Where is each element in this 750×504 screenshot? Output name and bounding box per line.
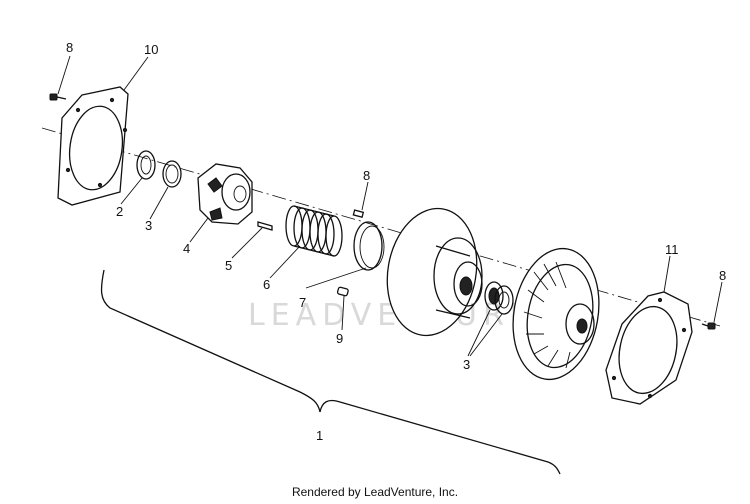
callout-1: 1 bbox=[316, 428, 323, 443]
part-11-cover-plate bbox=[605, 291, 693, 405]
credit-line: Rendered by LeadVenture, Inc. bbox=[291, 485, 459, 499]
part-7-bushing bbox=[353, 221, 385, 271]
part-10-cover-plate bbox=[57, 86, 129, 206]
center-axis bbox=[41, 127, 721, 327]
leader-lines bbox=[57, 55, 723, 357]
moveable-sheave bbox=[386, 207, 483, 337]
assembly-bracket bbox=[100, 269, 561, 475]
callout-8-left: 8 bbox=[66, 40, 73, 55]
callout-2: 2 bbox=[116, 204, 123, 219]
part-4-spider bbox=[197, 163, 253, 225]
part-9-roller bbox=[336, 286, 349, 297]
callout-11: 11 bbox=[665, 242, 679, 257]
callout-5: 5 bbox=[225, 258, 232, 273]
callout-3-right: 3 bbox=[463, 357, 470, 372]
callout-3-left: 3 bbox=[145, 218, 152, 233]
stationary-sheave bbox=[512, 247, 600, 381]
callout-8-middle: 8 bbox=[363, 168, 370, 183]
part-8-bolt-left bbox=[49, 93, 67, 101]
callout-8-right: 8 bbox=[719, 268, 726, 283]
callout-10: 10 bbox=[144, 42, 158, 57]
part-3-bearing-right bbox=[484, 281, 514, 315]
callout-7: 7 bbox=[299, 295, 306, 310]
callout-9: 9 bbox=[336, 331, 343, 346]
part-8-pin-middle bbox=[352, 209, 365, 218]
callout-4: 4 bbox=[183, 241, 190, 256]
callout-6: 6 bbox=[263, 277, 270, 292]
part-8-bolt-right bbox=[701, 322, 716, 330]
part-5-pin bbox=[257, 221, 273, 231]
part-3-washer-left bbox=[162, 160, 182, 188]
part-2-snap-ring bbox=[136, 150, 156, 180]
part-6-spring bbox=[285, 205, 343, 257]
